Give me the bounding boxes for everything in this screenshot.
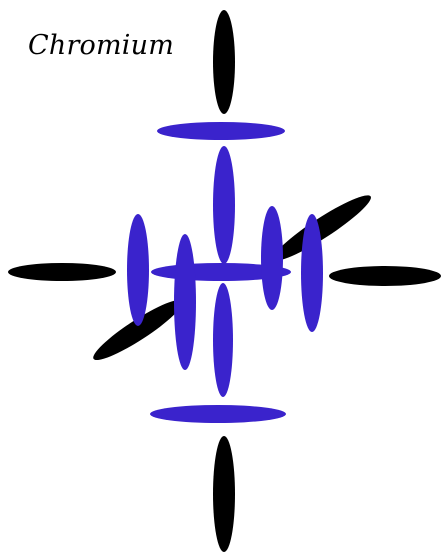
blue-ellipse-upper-vertical [213,146,235,264]
blue-ellipse-bottom-bar [150,405,286,423]
blue-ellipse-inner-right [261,206,283,310]
blue-ellipse-lower-vertical [213,283,233,397]
black-ellipse-right [329,266,441,286]
black-ellipse-left [8,263,116,281]
blue-ellipse-far-left [127,214,149,326]
blue-ellipse-inner-left [174,234,196,370]
blue-ellipse-far-right [301,214,323,332]
blue-ellipse-top-bar [157,122,285,140]
black-ellipse-top [213,10,235,114]
black-ellipse-bottom [213,436,235,552]
